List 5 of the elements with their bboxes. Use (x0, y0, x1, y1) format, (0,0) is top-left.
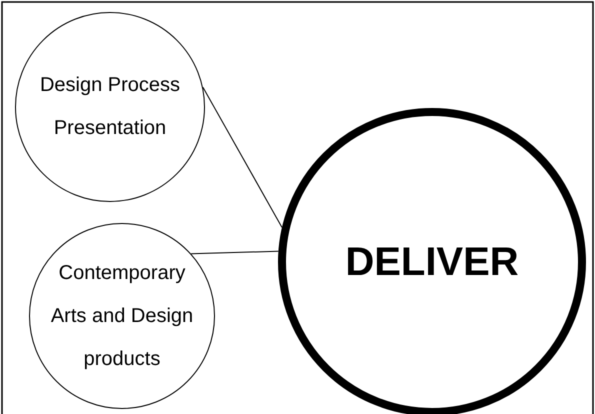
node-label: Design Process Presentation (38, 73, 182, 141)
node-label: DELIVER (345, 239, 519, 286)
node-label: Contemporary Arts and Design products (50, 260, 194, 372)
connector-line (190, 250, 279, 254)
connector-line (202, 86, 282, 228)
